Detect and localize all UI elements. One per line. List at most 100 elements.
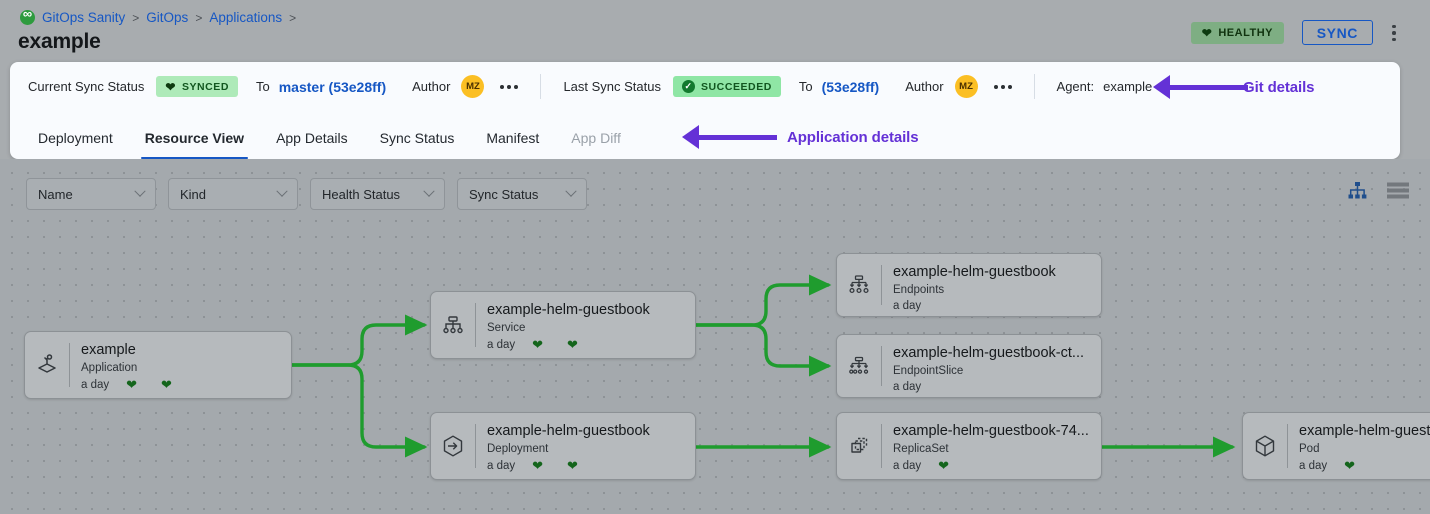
- graph-node-age: a day: [893, 459, 922, 472]
- graph-node-endpointslice[interactable]: example-helm-guestbook-ct... EndpointSli…: [836, 334, 1102, 398]
- graph-node-body: example-helm-guest Pod a day ❤: [1288, 413, 1430, 479]
- graph-node-kind: Pod: [1299, 443, 1320, 456]
- current-author-label: Author: [412, 79, 451, 94]
- current-sync-status-badge: ❤ SYNCED: [156, 76, 238, 97]
- filter-name-select[interactable]: Name: [26, 178, 156, 210]
- health-heart-icon: ❤: [938, 458, 950, 474]
- graph-node-endpoints[interactable]: example-helm-guestbook Endpoints a day: [836, 253, 1102, 317]
- graph-node-body: example-helm-guestbook Service a day ❤ ❤: [476, 292, 695, 358]
- resource-graph-canvas[interactable]: Name Kind Health Status Sync Status: [0, 159, 1430, 514]
- check-circle-icon: ✓: [682, 80, 695, 93]
- tree-view-icon[interactable]: [1348, 182, 1367, 204]
- sync-button[interactable]: SYNC: [1301, 20, 1373, 45]
- divider: [1033, 74, 1035, 99]
- sync-heart-icon: ❤: [161, 377, 172, 393]
- graph-node-title: example-helm-guest: [1299, 423, 1430, 439]
- breadcrumb-item-2[interactable]: Applications: [209, 10, 283, 25]
- graph-node-title: example: [81, 342, 136, 358]
- page-title: example: [18, 30, 101, 53]
- graph-node-meta: a day: [893, 300, 1091, 312]
- current-sync-status-badge-label: SYNCED: [181, 80, 229, 93]
- graph-node-age: a day: [81, 378, 110, 391]
- graph-node-kind: Endpoints: [893, 284, 945, 297]
- tab-app-diff[interactable]: App Diff: [571, 130, 621, 146]
- graph-node-body: example-helm-guestbook-74... ReplicaSet …: [882, 413, 1101, 479]
- tab-app-details[interactable]: App Details: [276, 130, 348, 146]
- health-status-badge: ❤ HEALTHY: [1190, 22, 1284, 44]
- top-bar: GitOps Sanity > GitOps > Applications > …: [0, 0, 1430, 62]
- last-author-label: Author: [905, 79, 944, 94]
- chevron-down-icon: [134, 185, 146, 197]
- current-ellipsis-icon[interactable]: [500, 84, 519, 89]
- filter-health-status-select[interactable]: Health Status: [310, 178, 445, 210]
- graph-node-meta: a day ❤ ❤: [487, 338, 685, 351]
- breadcrumb-separator-icon: >: [289, 10, 297, 25]
- replicaset-icon: [837, 413, 881, 479]
- current-sync-status-label: Current Sync Status: [28, 79, 145, 94]
- graph-node-kind: Application: [81, 362, 138, 375]
- divider: [881, 346, 882, 386]
- chevron-down-icon: [423, 185, 435, 197]
- gitops-logo-icon: [20, 6, 35, 25]
- tab-resource-view[interactable]: Resource View: [129, 130, 260, 159]
- graph-node-replicaset[interactable]: example-helm-guestbook-74... ReplicaSet …: [836, 412, 1102, 480]
- divider: [69, 343, 70, 387]
- filter-health-status-label: Health Status: [322, 186, 401, 202]
- graph-node-service[interactable]: example-helm-guestbook Service a day ❤ ❤: [430, 291, 696, 359]
- view-mode-toggle[interactable]: [1348, 182, 1409, 204]
- current-revision-link[interactable]: master (53e28ff): [278, 78, 387, 95]
- chevron-down-icon: [276, 185, 288, 197]
- tab-deployment[interactable]: Deployment: [38, 130, 113, 146]
- breadcrumb-separator-icon: >: [132, 10, 140, 25]
- application-details-annotation-arrow: [682, 125, 777, 149]
- list-view-icon[interactable]: [1387, 182, 1409, 204]
- last-revision-link[interactable]: (53e28ff): [821, 78, 880, 95]
- tab-bar: Deployment Resource View App Details Syn…: [10, 111, 1400, 159]
- graph-node-age: a day: [487, 459, 516, 472]
- graph-node-meta: a day ❤: [1299, 459, 1430, 472]
- arrow-shaft: [1170, 84, 1248, 90]
- agent-value: example: [1103, 79, 1153, 94]
- graph-node-title: example-helm-guestbook: [487, 302, 650, 318]
- graph-node-meta: a day ❤ ❤: [81, 378, 281, 391]
- graph-node-age: a day: [893, 300, 922, 313]
- graph-node-age: a day: [1299, 459, 1328, 472]
- filter-sync-status-select[interactable]: Sync Status: [457, 178, 587, 210]
- filter-name-label: Name: [38, 186, 73, 202]
- endpointslice-icon: [837, 335, 881, 397]
- divider: [1287, 424, 1288, 468]
- graph-node-application[interactable]: example Application a day ❤ ❤: [24, 331, 292, 399]
- endpoints-icon: [837, 254, 881, 316]
- git-details-annotation-arrow: [1153, 75, 1248, 99]
- graph-node-kind: Service: [487, 322, 526, 335]
- deployment-icon: [431, 413, 475, 479]
- graph-node-age: a day: [893, 381, 922, 394]
- kebab-menu-icon[interactable]: [1386, 22, 1402, 44]
- filter-kind-select[interactable]: Kind: [168, 178, 298, 210]
- application-icon: [25, 332, 69, 398]
- last-sync-status-badge-label: SUCCEEDED: [701, 80, 772, 93]
- tab-sync-status[interactable]: Sync Status: [379, 130, 455, 146]
- tab-manifest[interactable]: Manifest: [486, 130, 540, 146]
- graph-node-pod[interactable]: example-helm-guest Pod a day ❤: [1242, 412, 1430, 480]
- health-heart-icon: ❤: [1344, 458, 1356, 474]
- sync-heart-icon: ❤: [567, 337, 578, 353]
- divider: [475, 424, 476, 468]
- graph-node-meta: a day: [893, 381, 1091, 393]
- heart-icon: ❤: [1201, 26, 1213, 40]
- graph-node-deployment[interactable]: example-helm-guestbook Deployment a day …: [430, 412, 696, 480]
- sync-heart-icon: ❤: [567, 458, 578, 474]
- service-icon: [431, 292, 475, 358]
- last-ellipsis-icon[interactable]: [993, 84, 1012, 89]
- last-sync-status-badge: ✓ SUCCEEDED: [673, 76, 781, 97]
- agent-label: Agent:: [1056, 79, 1095, 94]
- graph-node-body: example Application a day ❤ ❤: [70, 332, 291, 398]
- filter-kind-label: Kind: [180, 186, 207, 202]
- breadcrumb-separator-icon: >: [195, 10, 203, 25]
- graph-node-meta: a day ❤: [893, 459, 1091, 472]
- breadcrumb-item-1[interactable]: GitOps: [146, 10, 189, 25]
- sync-status-strip: Current Sync Status ❤ SYNCED To master (…: [10, 62, 1400, 111]
- breadcrumb-item-0[interactable]: GitOps Sanity: [42, 10, 126, 25]
- graph-node-kind: ReplicaSet: [893, 443, 949, 456]
